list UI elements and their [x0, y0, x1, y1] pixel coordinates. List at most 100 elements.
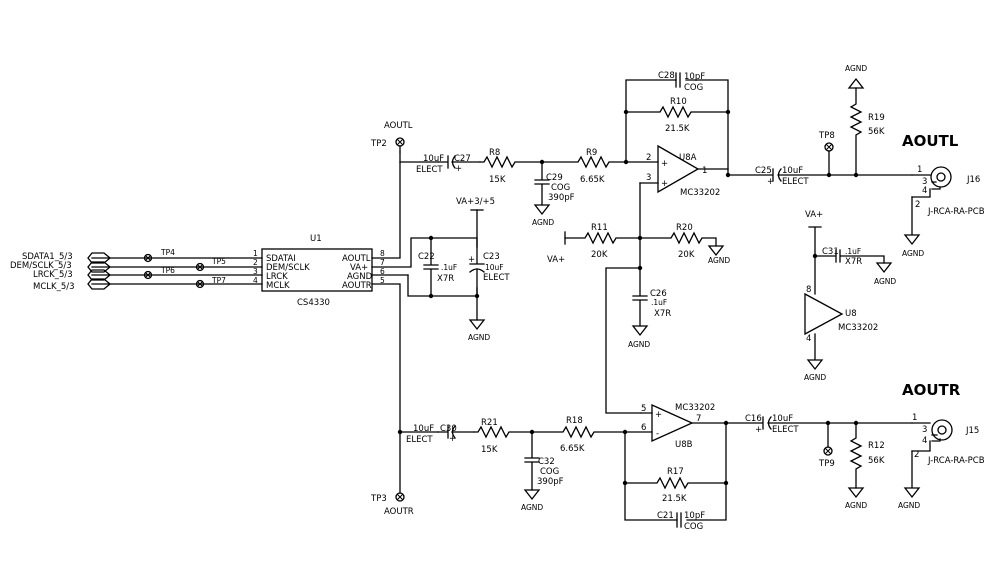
svg-text:4: 4 — [922, 436, 927, 446]
testpoint-tp5: TP5 — [195, 257, 226, 272]
bias-network: R11 20K VA+ R20 20K AGND C26 .1uF X7R AG… — [547, 182, 730, 414]
resistor-r8: R8 15K — [479, 148, 543, 185]
svg-text:R18: R18 — [566, 416, 583, 426]
svg-text:TP3: TP3 — [370, 494, 387, 504]
svg-text:AGND: AGND — [804, 373, 826, 382]
svg-text:AGND: AGND — [708, 256, 730, 265]
c21-dielectric: COG — [684, 522, 703, 532]
svg-text:+: + — [661, 159, 668, 169]
svg-text:10uF: 10uF — [772, 414, 793, 424]
opamp-u8b: + - 5 6 7 MC33202 U8B — [624, 403, 727, 450]
u1-pin5-num: 5 — [380, 276, 385, 285]
svg-text:10uF: 10uF — [485, 263, 504, 272]
r20-ref: R20 — [676, 223, 693, 233]
capacitor-c16: C16 10uF ELECT + — [725, 414, 913, 435]
svg-text:U8: U8 — [845, 309, 857, 319]
opamp-u8a: + + 2 3 1 U8A MC33202 — [625, 144, 729, 198]
r10-ref: R10 — [670, 97, 687, 107]
u1-part: CS4330 — [297, 298, 330, 308]
svg-text:2: 2 — [646, 153, 651, 163]
offpage-lrck: LRCK_5/3 — [33, 270, 73, 280]
r17-value: 21.5K — [662, 494, 687, 504]
u1-pin7-num: 7 — [380, 258, 385, 267]
u1-pin8-num: 8 — [380, 249, 385, 258]
offpage-sdata1: SDATA1_5/3 — [22, 252, 73, 262]
testpoint-tp2: AOUTL TP2 — [370, 121, 413, 153]
va-plus-label-bias: VA+ — [547, 255, 565, 265]
svg-text:390pF: 390pF — [537, 477, 564, 487]
u1-pin7-name: VA+ — [350, 263, 368, 273]
svg-text:J16: J16 — [966, 175, 980, 185]
svg-text:TP8: TP8 — [818, 131, 835, 141]
c31-value: .1uF — [845, 247, 861, 256]
offpage-mclk: MCLK_5/3 — [33, 282, 75, 292]
svg-text:J-RCA-RA-PCB: J-RCA-RA-PCB — [927, 456, 985, 466]
offpage-connector-2 — [87, 261, 112, 273]
svg-text:1: 1 — [702, 166, 707, 176]
svg-text:R12: R12 — [868, 441, 885, 451]
testpoint-tp3: TP3 AOUTR — [370, 431, 414, 517]
svg-text:3: 3 — [646, 173, 651, 183]
c26-dielectric: X7R — [654, 309, 671, 319]
svg-text:-: - — [656, 429, 659, 439]
u1-pin3-num: 3 — [253, 267, 258, 276]
svg-text:C16: C16 — [745, 414, 762, 424]
svg-text:AGND: AGND — [845, 501, 867, 510]
svg-text:56K: 56K — [868, 127, 885, 137]
svg-text:ELECT: ELECT — [772, 425, 799, 435]
svg-text:TP7: TP7 — [211, 276, 226, 285]
r11-value: 20K — [591, 250, 608, 260]
svg-text:COG: COG — [540, 467, 559, 477]
c28-dielectric: COG — [684, 83, 703, 93]
svg-text:MC33202: MC33202 — [838, 323, 878, 333]
svg-text:R8: R8 — [489, 148, 500, 158]
testpoint-tp6: TP6 — [143, 266, 175, 280]
resistor-r19: AGND R19 56K — [845, 64, 885, 176]
capacitor-c27: 10uF C27 ELECT + — [416, 154, 481, 175]
u1-pin1-num: 1 — [253, 249, 258, 258]
svg-text:10uF: 10uF — [423, 154, 444, 164]
u1-pin1-name: SDATAI — [266, 254, 296, 264]
svg-text:R21: R21 — [481, 418, 498, 428]
svg-text:6.65K: 6.65K — [580, 175, 605, 185]
svg-text:TP2: TP2 — [370, 139, 387, 149]
svg-text:C30: C30 — [440, 424, 457, 434]
svg-text:5: 5 — [641, 404, 646, 414]
svg-text:R9: R9 — [586, 148, 597, 158]
resistor-r12: R12 56K AGND — [845, 422, 885, 510]
svg-text:MC33202: MC33202 — [680, 188, 720, 198]
svg-text:R19: R19 — [868, 113, 885, 123]
c28-value: 10pF — [684, 72, 705, 82]
supply-va-3-5: VA+3/+5 — [456, 197, 495, 211]
c31-ref: C31 — [822, 247, 839, 257]
svg-text:10uF: 10uF — [413, 424, 434, 434]
svg-text:C29: C29 — [546, 173, 563, 183]
svg-text:MC33202: MC33202 — [675, 403, 715, 413]
svg-text:4: 4 — [806, 334, 811, 344]
svg-text:+: + — [455, 164, 462, 174]
u1-pin4-num: 4 — [253, 276, 258, 285]
svg-text:ELECT: ELECT — [782, 177, 809, 187]
svg-text:1: 1 — [912, 413, 917, 423]
svg-text:15K: 15K — [481, 445, 498, 455]
svg-text:6.65K: 6.65K — [560, 444, 585, 454]
c21-value: 10pF — [684, 511, 705, 521]
svg-text:C22: C22 — [418, 252, 435, 262]
offpage-connector-3 — [87, 269, 112, 281]
u1-ref: U1 — [310, 234, 322, 244]
offpage-dem-sclk: DEM/SCLK_5/3 — [10, 261, 72, 271]
capacitor-c29: C29 COG 390pF AGND — [532, 161, 575, 227]
svg-text:AGND: AGND — [532, 218, 554, 227]
ground-agnd-u1: AGND — [468, 319, 490, 342]
svg-text:ELECT: ELECT — [483, 273, 510, 283]
c31-dielectric: X7R — [845, 257, 862, 267]
svg-text:2: 2 — [914, 450, 919, 460]
u1-output-wiring: C22 .1uF X7R C23 10uF ELECT + VA+3/+5 AG… — [371, 151, 510, 435]
testpoint-tp7: TP7 — [195, 276, 226, 289]
svg-text:+: + — [755, 425, 762, 435]
resistor-r18: R18 6.65K — [531, 416, 626, 454]
aoutl-net-label-top: AOUTL — [384, 121, 413, 131]
output-label-aoutr: AOUTR — [902, 381, 961, 399]
svg-text:VA+3/+5: VA+3/+5 — [456, 197, 495, 207]
